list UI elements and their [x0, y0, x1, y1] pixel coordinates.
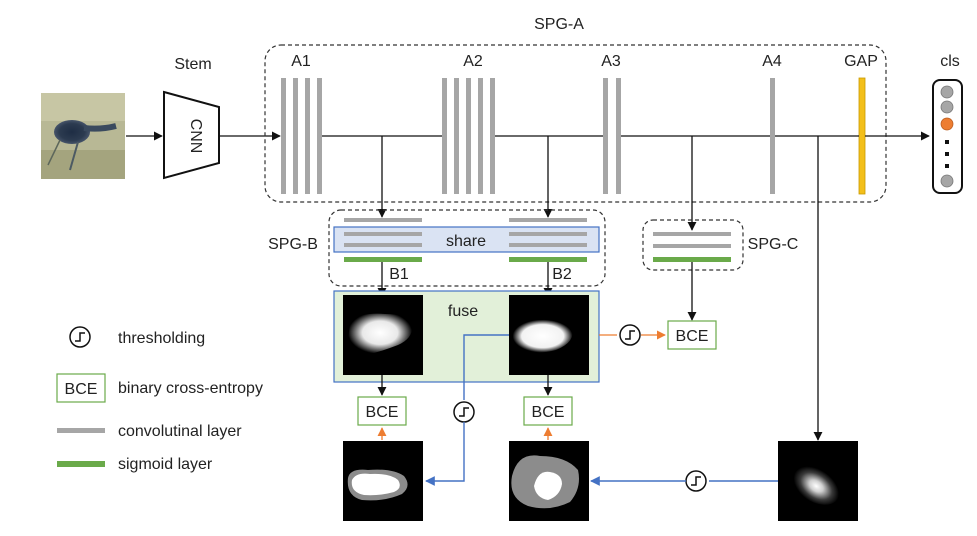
a3-label: A3	[601, 53, 621, 70]
spg-b-box	[328, 209, 606, 287]
bce-box-b1-label: BCE	[366, 404, 399, 421]
legend-bce-box	[56, 373, 106, 403]
b2-label: B2	[552, 266, 572, 283]
a1-label: A1	[291, 53, 311, 70]
stem-cnn-block	[163, 90, 220, 180]
a4-label: A4	[762, 53, 782, 70]
a4-heatmap	[778, 441, 858, 521]
cls-label: cls	[940, 53, 960, 70]
legend-thresholding: thresholding	[118, 330, 205, 347]
a2-conv-stack	[442, 78, 495, 194]
bce-box-b2	[523, 396, 573, 426]
legend: thresholding BCE binary cross-entropy co…	[56, 326, 263, 473]
a4-conv-layer	[770, 78, 775, 194]
legend-conv-swatch	[57, 428, 105, 433]
gap-label: GAP	[844, 53, 878, 70]
b1-layers	[344, 218, 422, 262]
stem-label: Stem	[174, 56, 211, 73]
b1-attention-map	[343, 295, 423, 375]
input-image	[41, 93, 125, 179]
legend-sigmoid-swatch	[57, 461, 105, 467]
spg-b-label: SPG-B	[268, 236, 318, 253]
share-label: share	[446, 233, 486, 250]
spg-a-label: SPG-A	[534, 16, 584, 33]
legend-bce-short: BCE	[65, 381, 98, 398]
legend-bce: binary cross-entropy	[118, 380, 263, 397]
b1-pseudo-mask	[343, 441, 423, 521]
spg-c-label: SPG-C	[748, 236, 799, 253]
bce-box-b2-label: BCE	[532, 404, 565, 421]
a2-label: A2	[463, 53, 483, 70]
b2-pseudo-mask	[509, 441, 589, 521]
legend-sigmoid: sigmoid layer	[118, 456, 213, 473]
b1-label: B1	[389, 266, 409, 283]
b2-layers	[509, 218, 587, 262]
cls-output-vector	[932, 79, 963, 194]
a1-conv-stack	[281, 78, 322, 194]
cnn-label: CNN	[187, 119, 204, 154]
spg-a-box	[264, 44, 887, 203]
gap-layer	[858, 77, 866, 195]
share-region	[333, 226, 600, 253]
bce-box-c	[667, 320, 717, 350]
bce-box-b1	[357, 396, 407, 426]
fuse-label: fuse	[448, 303, 478, 320]
a3-conv-stack	[603, 78, 621, 194]
bce-box-c-label: BCE	[676, 328, 709, 345]
legend-conv: convolutinal layer	[118, 423, 242, 440]
b2-attention-map	[509, 295, 589, 375]
spg-c-layers	[653, 232, 731, 262]
